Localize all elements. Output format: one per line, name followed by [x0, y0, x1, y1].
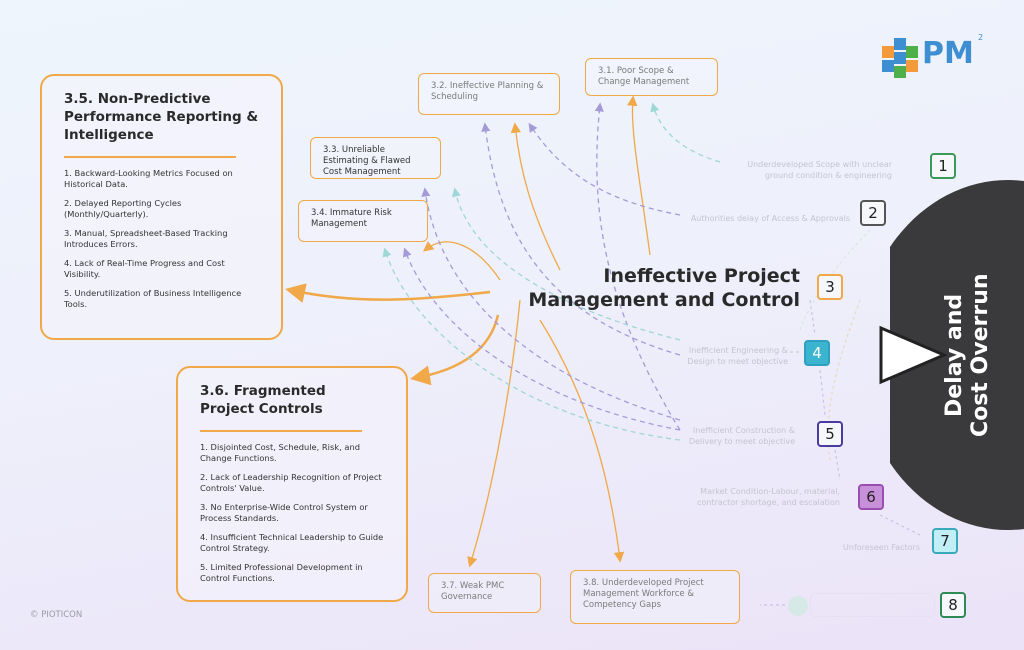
list-item: 3. No Enterprise-Wide Control System or … — [200, 502, 368, 523]
box-3-6-title: 3.6. Fragmented Project Controls — [200, 383, 326, 417]
factor-badge-7: 7 — [932, 528, 958, 554]
factor-badge-3: 3 — [817, 274, 843, 300]
outcome-label: Delay and Cost Overrun — [942, 273, 993, 437]
list-item: 4. Lack of Real-Time Progress and Cost V… — [64, 258, 225, 279]
list-item: 4. Insufficient Technical Leadership to … — [200, 532, 384, 553]
factor-1-label: Underdeveloped Scope with unclear ground… — [747, 160, 892, 180]
factor-7-label: Unforeseen Factors — [843, 543, 920, 552]
list-item: 3. Manual, Spreadsheet-Based Tracking In… — [64, 228, 228, 249]
box-3-6: 3.6. Fragmented Project Controls 1. Disj… — [176, 366, 408, 602]
list-item: 5. Underutilization of Business Intellig… — [64, 288, 242, 309]
logo-superscript: 2 — [978, 33, 984, 42]
factor-2-label: Authorities delay of Access & Approvals — [690, 214, 850, 223]
play-triangle-icon — [879, 325, 948, 385]
divider — [64, 156, 236, 158]
factor-badge-2: 2 — [860, 200, 886, 226]
list-item: 1. Backward-Looking Metrics Focused on H… — [64, 168, 233, 189]
cube-logo-icon — [882, 38, 918, 78]
workforce-icon — [788, 596, 808, 616]
box-3-7: 3.7. Weak PMC Governance — [428, 573, 541, 613]
factor-8-placeholder — [810, 593, 935, 617]
box-3-1: 3.1. Poor Scope & Change Management — [585, 58, 718, 96]
box-3-8: 3.8. Underdeveloped Project Management W… — [570, 570, 740, 624]
pm2-logo — [880, 34, 920, 78]
factor-badge-5: 5 — [817, 421, 843, 447]
factor-5-label: Inefficient Construction & Delivery to m… — [688, 426, 795, 446]
factor-badge-6: 6 — [858, 484, 884, 510]
divider — [200, 430, 362, 432]
factor-badge-1: 1 — [930, 153, 956, 179]
center-title: Ineffective Project Management and Contr… — [528, 265, 800, 311]
list-item: 2. Delayed Reporting Cycles (Monthly/Qua… — [64, 198, 182, 219]
logo-text: PM — [922, 36, 974, 71]
list-item: 1. Disjointed Cost, Schedule, Risk, and … — [200, 442, 360, 463]
list-item: 2. Lack of Leadership Recognition of Pro… — [200, 472, 382, 493]
factor-badge-8: 8 — [940, 592, 966, 618]
factor-6-label: Market Condition-Labour, material, contr… — [697, 487, 840, 507]
factor-badge-4: 4 — [804, 340, 830, 366]
list-item: 5. Limited Professional Development in C… — [200, 562, 363, 583]
box-3-2: 3.2. Ineffective Planning & Scheduling — [418, 73, 560, 115]
box-3-3: 3.3. Unreliable Estimating & Flawed Cost… — [310, 137, 441, 179]
box-3-5-title: 3.5. Non-Predictive Performance Reportin… — [64, 91, 259, 143]
box-3-4: 3.4. Immature Risk Management — [298, 200, 428, 242]
copyright: © PIOTICON — [30, 610, 83, 620]
factor-4-label: Inefficient Engineering & Design to meet… — [687, 346, 788, 366]
box-3-5: 3.5. Non-Predictive Performance Reportin… — [40, 74, 283, 340]
outcome-circle — [890, 180, 1024, 530]
